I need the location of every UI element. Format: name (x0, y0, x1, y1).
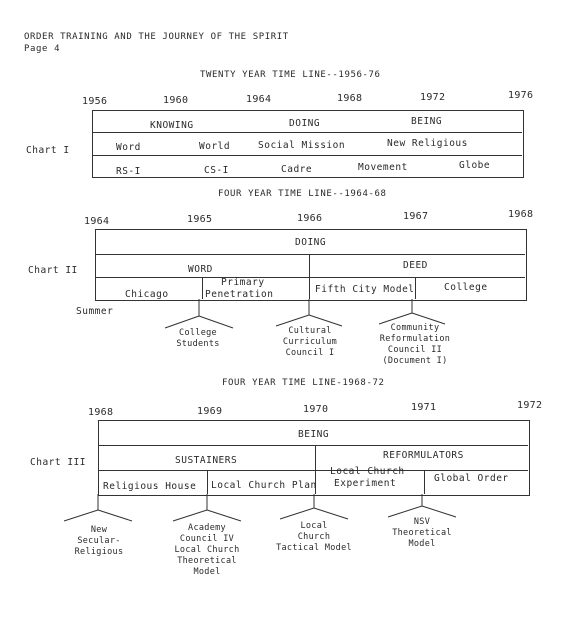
chart1-cell: Cadre (281, 164, 313, 175)
chart3-year: 1970 (303, 404, 329, 415)
chart3-cell-divider (424, 470, 425, 494)
chart1-timeline-box (92, 110, 524, 178)
chart3-branch-label: Local Church (174, 545, 240, 555)
chart3-heading: FOUR YEAR TIME LINE-1968-72 (222, 378, 385, 388)
chart3-branch-label: Theoretical (392, 528, 452, 538)
chart1-cell: Social Mission (258, 140, 346, 151)
chart3-branch-label: Council IV (179, 534, 235, 544)
chart3-label: Chart III (30, 457, 86, 468)
chart2-year: 1967 (403, 211, 429, 222)
chart3-branch-label: Religious (74, 547, 124, 557)
chart1-cell: CS-I (204, 165, 229, 176)
chart3-cell: Local Church (330, 466, 405, 477)
chart1-phase-knowing: KNOWING (150, 120, 194, 131)
chart1-year: 1960 (163, 95, 189, 106)
chart2-phase-deed: DEED (403, 260, 428, 271)
chart1-heading: TWENTY YEAR TIME LINE--1956-76 (200, 70, 381, 80)
chart1-cell: RS-I (116, 166, 141, 177)
chart2-phase-doing: DOING (295, 237, 327, 248)
chart3-cell: Religious House (103, 481, 197, 492)
chart1-row-divider (92, 132, 522, 133)
chart3-year: 1971 (411, 402, 437, 413)
chart2-timeline-box (95, 229, 527, 301)
chart2-heading: FOUR YEAR TIME LINE--1964-68 (218, 189, 387, 199)
chart3-year: 1972 (517, 400, 543, 411)
chart3-branch-label: NSV (413, 517, 431, 527)
chart2-branch-label: Council I (285, 348, 335, 358)
chart1-phase-doing: DOING (289, 118, 321, 129)
chart1-year: 1976 (508, 90, 534, 101)
chart2-cell: Chicago (125, 289, 169, 300)
chart2-cell: Primary (221, 277, 265, 288)
chart1-year: 1956 (82, 96, 108, 107)
chart3-branch-label: New (90, 525, 108, 535)
chart2-branch-label: Cultural (288, 326, 332, 336)
chart2-branch-label: College (179, 328, 217, 338)
chart3-cell: Local Church Plan (211, 480, 317, 491)
chart3-cell: Experiment (334, 478, 397, 489)
chart2-row-divider (95, 254, 525, 255)
chart2-branch-label: Community (390, 323, 440, 333)
chart2-year: 1966 (297, 213, 323, 224)
chart3-year: 1969 (197, 406, 223, 417)
chart3-cell-divider (207, 470, 208, 494)
chart2-cell-divider (415, 277, 416, 299)
chart3-branch-label: Model (408, 539, 436, 549)
chart1-year: 1968 (337, 93, 363, 104)
chart3-year: 1968 (88, 407, 114, 418)
chart3-row-divider (98, 470, 528, 471)
chart1-cell: Globe (459, 160, 491, 171)
chart3-cell: Global Order (434, 473, 509, 484)
chart3-phase-reformulators: REFORMULATORS (383, 450, 464, 461)
chart3-phase-sustainers: SUSTAINERS (175, 455, 238, 466)
chart2-label: Chart II (28, 265, 78, 276)
chart2-cell: Penetration (205, 289, 274, 300)
chart3-phase-being: BEING (298, 429, 330, 440)
chart2-branch-label: Council II (387, 345, 443, 355)
chart1-row-divider (92, 155, 522, 156)
chart1-year: 1972 (420, 92, 446, 103)
chart3-branch-label: Academy (188, 523, 226, 533)
chart1-cell: Movement (358, 162, 408, 173)
chart1-label: Chart I (26, 145, 70, 156)
chart2-branch-label: (Document I) (382, 356, 448, 366)
chart3-branch-label: Tactical Model (276, 543, 352, 553)
chart2-year: 1964 (84, 216, 110, 227)
document-title: ORDER TRAINING AND THE JOURNEY OF THE SP… (24, 32, 289, 42)
chart2-year: 1968 (508, 209, 534, 220)
chart2-summer-label: Summer (76, 306, 114, 317)
chart2-year: 1965 (187, 214, 213, 225)
chart2-row-divider (95, 277, 525, 278)
chart2-cell: College (444, 282, 488, 293)
chart1-year: 1964 (246, 94, 272, 105)
chart2-cell-divider (202, 277, 203, 299)
chart2-branch-label: Students (176, 339, 220, 349)
chart3-sustainers-reformulators-divider (315, 445, 316, 494)
chart3-branch-label: Church (297, 532, 331, 542)
chart3-row-divider (98, 445, 528, 446)
chart2-phase-word: WORD (188, 264, 213, 275)
chart1-phase-being: BEING (411, 116, 443, 127)
chart2-word-deed-divider (309, 254, 310, 299)
chart2-cell: Fifth City Model (315, 284, 415, 295)
chart1-cell: Word (116, 142, 141, 153)
chart3-branch-label: Local (300, 521, 328, 531)
chart3-branch-label: Secular- (77, 536, 121, 546)
chart3-branch-label: Theoretical (177, 556, 237, 566)
chart2-branch-label: Reformulation (379, 334, 451, 344)
page-number: Page 4 (24, 44, 61, 54)
chart1-cell: New Religious (387, 138, 468, 149)
chart2-branch-label: Curriculum (282, 337, 338, 347)
chart3-branch-label: Model (193, 567, 221, 577)
chart1-cell: World (199, 141, 231, 152)
